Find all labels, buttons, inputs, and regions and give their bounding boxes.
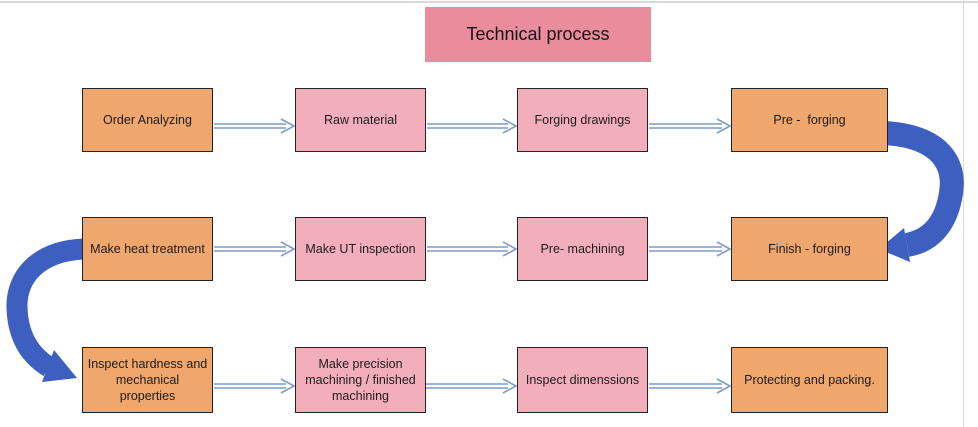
flow-box-finish-forging: Finish - forging: [731, 217, 888, 281]
flow-box-forging-drawings: Forging drawings: [517, 88, 648, 152]
flow-arrow-r1-3-icon: [649, 118, 732, 134]
flow-arrow-r1-1-icon: [214, 118, 296, 134]
flow-box-make-ut-inspection: Make UT inspection: [295, 217, 426, 281]
page-right-edge: [963, 0, 964, 427]
page-top-edge: [0, 1, 978, 3]
diagram-title: Technical process: [425, 7, 651, 62]
flow-box-pre-machining: Pre- machining: [517, 217, 648, 281]
flow-box-inspect-hardness: Inspect hardness and mechanical properti…: [82, 347, 213, 413]
flow-arrow-r2-3-icon: [649, 241, 732, 257]
flow-box-order-analyzing: Order Analyzing: [82, 88, 213, 152]
flow-arrow-r3-2-icon: [426, 378, 518, 394]
diagram-title-label: Technical process: [466, 24, 610, 44]
flow-box-make-heat-treatment: Make heat treatment: [82, 217, 213, 281]
flow-arrow-r3-3-icon: [649, 378, 732, 394]
flow-box-pre-forging: Pre - forging: [731, 88, 888, 152]
curved-arrow-right-icon: [879, 121, 964, 262]
flow-box-raw-material: Raw material: [295, 88, 426, 152]
flow-box-precision-machining: Make precision machining / finished mach…: [295, 347, 426, 413]
flow-arrow-r3-1-icon: [214, 378, 296, 394]
curved-arrow-left-icon: [6, 238, 85, 382]
flow-arrow-r1-2-icon: [427, 118, 518, 134]
flow-box-protecting-packing: Protecting and packing.: [731, 347, 888, 413]
flow-arrow-r2-2-icon: [427, 241, 518, 257]
flow-arrow-r2-1-icon: [214, 241, 296, 257]
flow-box-inspect-dimensions: Inspect dimenssions: [517, 347, 648, 413]
